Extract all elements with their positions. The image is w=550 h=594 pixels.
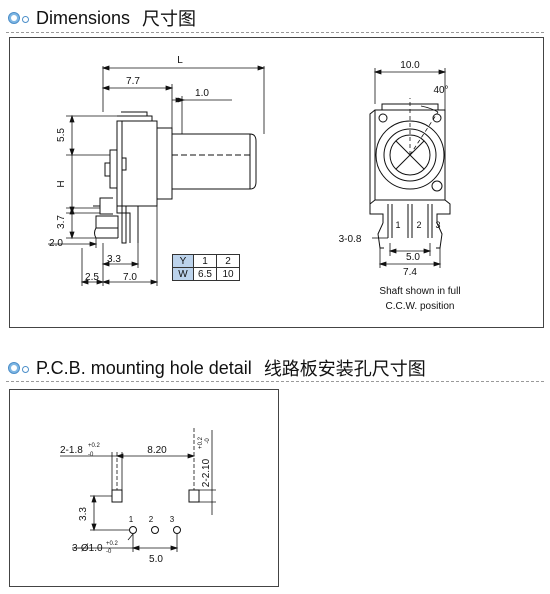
bullet-icon [6, 7, 34, 29]
pin-label-1: 1 [395, 220, 400, 230]
slot-height-label: 2-2.10 [201, 458, 212, 487]
yw-cell: 2 [216, 254, 240, 268]
side-view-body [93, 111, 257, 244]
mount-slot-left [111, 489, 123, 503]
dim-5-0-label: 5.0 [406, 252, 420, 263]
section-header-dimensions: Dimensions 尺寸图 [6, 3, 196, 33]
note-line-1: Shaft shown in full [379, 286, 460, 297]
dim-H-label: H [56, 180, 67, 187]
dim-8-20-label: 8.20 [147, 445, 167, 456]
header-divider [6, 381, 544, 382]
slot-height-tol-bottom: -0 [205, 438, 211, 444]
pin-label-3: 3 [435, 220, 440, 230]
pcb-drawing: 2-1.8 +0.2 -0 8.20 2-2.10 +0.2 -0 3.3 1 … [60, 428, 216, 565]
dim-7-4-label: 7.4 [403, 267, 417, 278]
hole-label: 3-Ø1.0 [72, 543, 103, 554]
dim-1-0-label: 1.0 [195, 88, 209, 99]
dimensions-drawing: L 7.7 1.0 5.5 H 3.7 2.0 3.3 2.5 7.0 10.0… [48, 55, 461, 312]
dim-7-7-label: 7.7 [126, 76, 140, 87]
yw-cell: 10 [216, 267, 240, 281]
yw-cell: 1 [193, 254, 217, 268]
dim-10-0-label: 10.0 [400, 60, 420, 71]
note-line-2: C.C.W. position [386, 301, 455, 312]
pcb-panel: 2-1.8 +0.2 -0 8.20 2-2.10 +0.2 -0 3.3 1 … [9, 389, 279, 587]
section-title-en: P.C.B. mounting hole detail [36, 357, 252, 378]
pcb-pin-label-1: 1 [129, 515, 134, 524]
dim-2-0-label: 2.0 [49, 238, 63, 249]
slot-height-tol-top: +0.2 [198, 436, 204, 449]
dim-3-7-label: 3.7 [56, 215, 67, 229]
section-title-cn: 线路板安装孔尺寸图 [263, 359, 426, 379]
dim-7-0-label: 7.0 [123, 272, 137, 283]
dim-3-3-label: 3.3 [78, 507, 89, 521]
dim-5-0-label: 5.0 [149, 554, 163, 565]
pcb-pin-label-3: 3 [170, 515, 175, 524]
yw-cell: 6.5 [193, 267, 217, 281]
dim-3-3-label: 3.3 [107, 254, 121, 265]
dim-5-5-label: 5.5 [56, 128, 67, 142]
section-title-cn: 尺寸图 [142, 9, 197, 29]
hole-tol-bottom: -0 [106, 549, 112, 555]
hole-tol-top: +0.2 [106, 541, 119, 547]
pcb-pin-label-2: 2 [149, 515, 154, 524]
section-header-pcb: P.C.B. mounting hole detail 线路板安装孔尺寸图 [6, 353, 426, 383]
dim-L-label: L [177, 55, 183, 66]
yw-cell-w: W [172, 267, 194, 281]
slot-width-label: 2-1.8 [60, 445, 83, 456]
dim-3-0-8-label: 3-0.8 [339, 234, 362, 245]
mount-slot-right [188, 489, 200, 503]
yw-table: Y 1 2 W 6.5 10 [172, 254, 240, 281]
section-title-en: Dimensions [36, 7, 131, 28]
dimensions-panel: L 7.7 1.0 5.5 H 3.7 2.0 3.3 2.5 7.0 10.0… [9, 37, 544, 328]
yw-cell-y: Y [172, 254, 194, 268]
header-divider [6, 32, 544, 33]
slot-width-tol-bottom: -0 [88, 452, 94, 458]
dim-angle-label: 40° [433, 85, 448, 96]
bullet-icon [6, 357, 34, 379]
pin-label-2: 2 [416, 220, 421, 230]
dim-2-5-label: 2.5 [85, 272, 99, 283]
slot-width-tol-top: +0.2 [88, 443, 101, 449]
